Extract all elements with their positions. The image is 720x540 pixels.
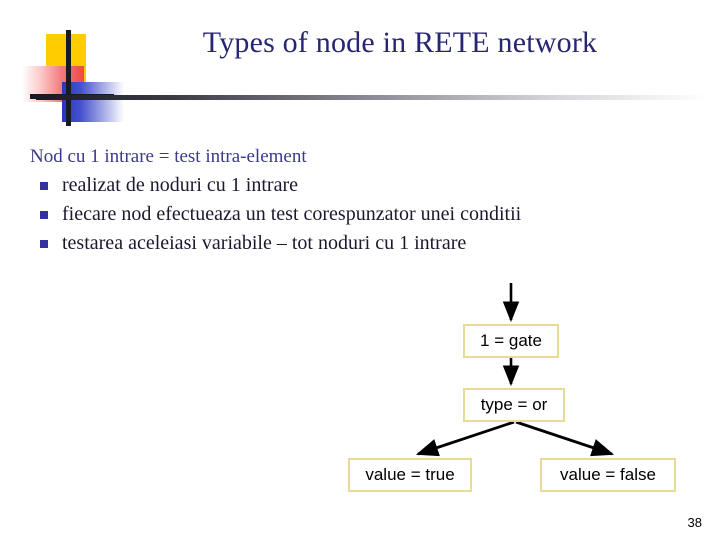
header-divider-rule bbox=[36, 95, 708, 100]
edge-type-to-false bbox=[515, 420, 615, 457]
list-item: testarea aceleiasi variabile – tot nodur… bbox=[30, 229, 670, 258]
bullet-list: realizat de noduri cu 1 intrare fiecare … bbox=[30, 171, 670, 258]
list-item: fiecare nod efectueaza un test corespunz… bbox=[30, 200, 670, 229]
page-number: 38 bbox=[687, 515, 702, 530]
list-item-label: fiecare nod efectueaza un test corespunz… bbox=[62, 203, 522, 225]
list-item: realizat de noduri cu 1 intrare bbox=[30, 171, 670, 200]
body-lead-text: Nod cu 1 intrare = test intra-element bbox=[30, 146, 307, 167]
square-bullet-icon bbox=[40, 182, 48, 190]
edge-type-to-true bbox=[415, 420, 515, 457]
logo-blue-gradient bbox=[62, 82, 124, 122]
flow-node-gate[interactable]: 1 = gate bbox=[463, 324, 559, 358]
flow-node-value-true[interactable]: value = true bbox=[348, 458, 472, 492]
list-item-label: realizat de noduri cu 1 intrare bbox=[62, 174, 298, 196]
square-bullet-icon bbox=[40, 240, 48, 248]
body-content: Nod cu 1 intrare = test intra-element re… bbox=[30, 144, 670, 258]
flow-node-value-false[interactable]: value = false bbox=[540, 458, 676, 492]
list-item-label: testarea aceleiasi variabile – tot nodur… bbox=[62, 232, 467, 254]
flow-diagram-connectors bbox=[415, 283, 615, 457]
logo-vertical-bar bbox=[66, 30, 71, 126]
flow-node-type[interactable]: type = or bbox=[463, 388, 565, 422]
square-bullet-icon bbox=[40, 211, 48, 219]
flow-diagram: 1 = gate type = or value = true value = … bbox=[330, 270, 700, 510]
page-title: Types of node in RETE network bbox=[202, 26, 598, 59]
